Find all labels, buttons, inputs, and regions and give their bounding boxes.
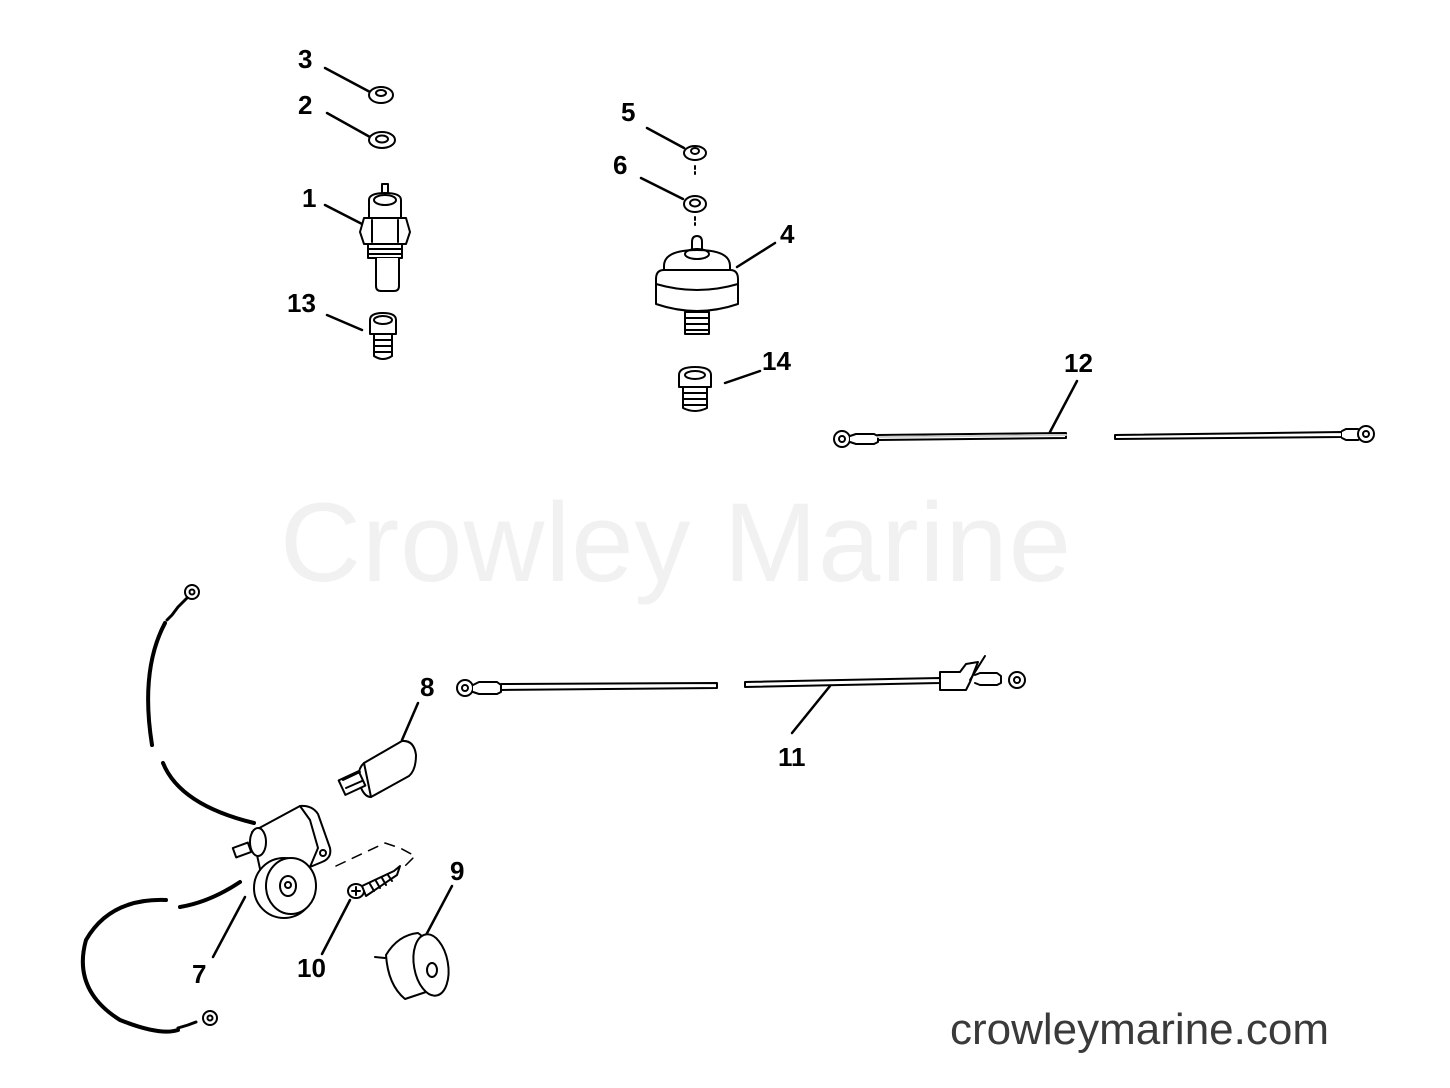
dashed-leader [335, 842, 416, 867]
callout-12: 12 [1064, 348, 1093, 378]
callout-7: 7 [192, 959, 207, 989]
part-7-warning-horn[interactable] [80, 584, 332, 1034]
part-5-nut[interactable] [645, 126, 707, 175]
watermark-text: Crowley Marine [280, 480, 1072, 605]
callout-5: 5 [621, 97, 636, 127]
part-10-screw[interactable] [320, 865, 401, 956]
callout-2: 2 [298, 90, 313, 120]
part-1-temperature-sender[interactable] [323, 183, 411, 292]
callout-4: 4 [780, 219, 795, 249]
callout-11: 11 [778, 742, 806, 772]
part-13-adapter-fitting[interactable] [325, 312, 397, 360]
part-2-washer[interactable] [325, 111, 396, 149]
part-14-adapter-fitting[interactable] [678, 366, 762, 412]
callout-10: 10 [297, 953, 326, 983]
part-3-nut[interactable] [323, 66, 394, 104]
callout-6: 6 [613, 150, 628, 180]
part-6-washer[interactable] [639, 176, 707, 226]
callout-1: 1 [302, 183, 317, 213]
part-12-wire-lead[interactable] [833, 379, 1375, 448]
callout-14: 14 [762, 346, 791, 376]
part-9-horn-cover[interactable] [374, 884, 454, 1000]
callout-8: 8 [420, 672, 435, 702]
callout-9: 9 [450, 856, 465, 886]
part-4-oil-pressure-sender[interactable] [655, 235, 777, 335]
part-8-connector-sleeve[interactable] [337, 701, 420, 798]
callout-13: 13 [287, 288, 316, 318]
website-text: crowleymarine.com [950, 1005, 1329, 1054]
part-11-wire-lead[interactable] [456, 655, 1026, 735]
callout-3: 3 [298, 44, 313, 74]
